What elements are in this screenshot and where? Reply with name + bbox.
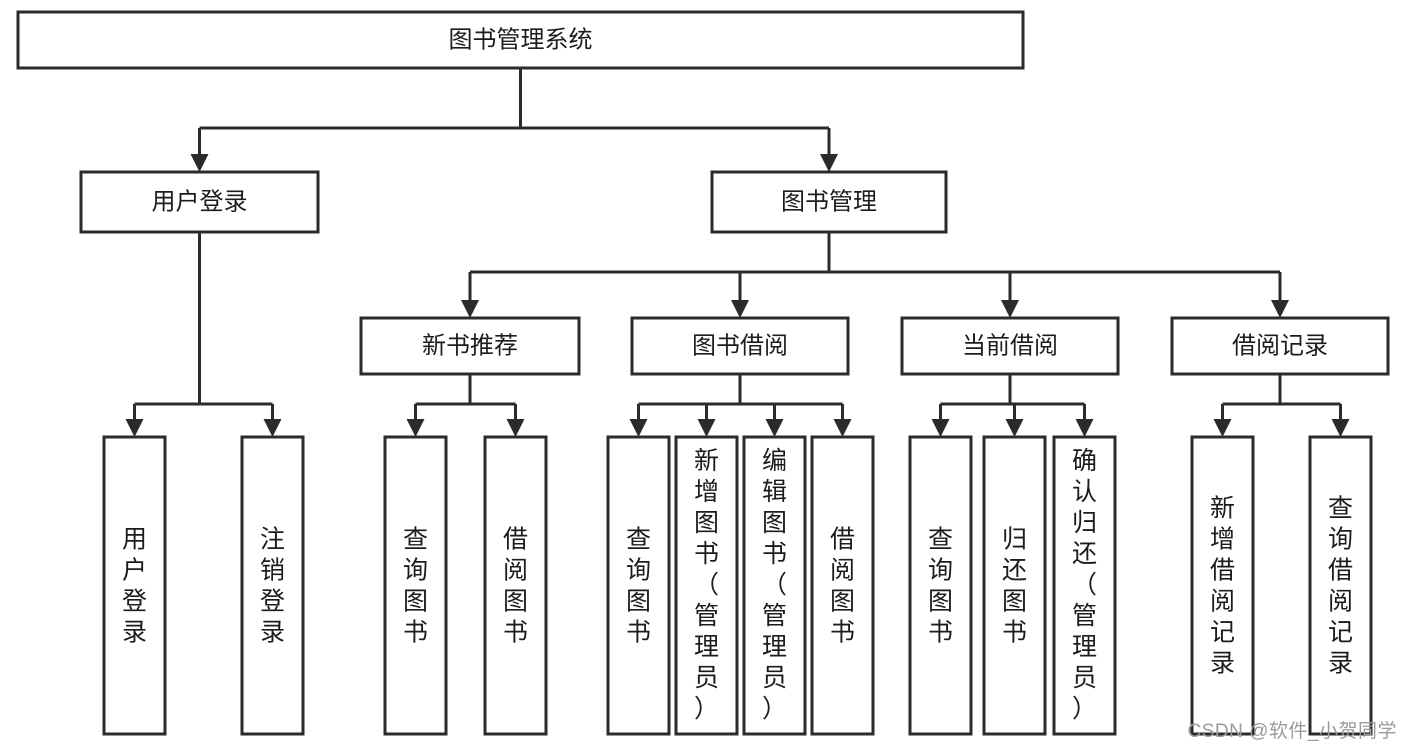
node-label-current-borrow: 当前借阅 — [962, 332, 1058, 359]
arrow-borrow-record-to-leaf-add-borrow-record-head — [1213, 419, 1232, 437]
arrow-user-login-to-leaf-user-logout-head — [263, 419, 282, 437]
arrow-current-borrow-to-leaf-query-book-current-head — [931, 419, 950, 437]
node-label-leaf-add-book-admin: 新增图书（管理员） — [694, 447, 719, 723]
node-box-borrow-record — [1170, 316, 1390, 376]
node-label-user-login: 用户登录 — [152, 188, 248, 215]
node-box-leaf-user-login — [102, 435, 167, 736]
node-leaf-add-book-admin[interactable]: 新增图书（管理员） — [674, 435, 739, 736]
arrow-book-borrow-to-leaf-add-book-admin-head — [697, 419, 716, 437]
node-box-leaf-add-book-admin — [674, 435, 739, 736]
node-box-root — [16, 10, 1025, 70]
node-label-leaf-add-borrow-record: 新增借阅记录 — [1210, 495, 1235, 678]
node-box-current-borrow — [900, 316, 1120, 376]
node-label-leaf-borrow-book: 借阅图书 — [830, 526, 855, 647]
node-leaf-user-logout[interactable]: 注销登录 — [240, 435, 305, 736]
node-label-leaf-confirm-return-admin: 确认归还（管理员） — [1072, 447, 1097, 723]
node-label-leaf-query-book-rec: 查询图书 — [403, 526, 428, 647]
node-leaf-query-book-rec[interactable]: 查询图书 — [383, 435, 448, 736]
node-box-leaf-query-book-rec — [383, 435, 448, 736]
node-box-book-management — [710, 170, 948, 234]
node-leaf-query-borrow-record[interactable]: 查询借阅记录 — [1308, 435, 1373, 736]
node-box-leaf-confirm-return-admin — [1052, 435, 1117, 736]
node-borrow-record[interactable]: 借阅记录 — [1170, 316, 1390, 376]
arrow-root-to-book-management-head — [820, 154, 838, 172]
node-book-management[interactable]: 图书管理 — [710, 170, 948, 234]
node-label-leaf-borrow-book-rec: 借阅图书 — [503, 526, 528, 647]
node-box-leaf-edit-book-admin — [742, 435, 807, 736]
node-box-leaf-query-book-current — [908, 435, 973, 736]
node-label-leaf-query-book-current: 查询图书 — [928, 526, 953, 647]
arrow-current-borrow-to-leaf-return-book-head — [1005, 419, 1024, 437]
node-box-leaf-user-logout — [240, 435, 305, 736]
nodes-layer: 图书管理系统用户登录图书管理新书推荐图书借阅当前借阅借阅记录用户登录注销登录查询… — [16, 10, 1390, 736]
node-label-leaf-return-book: 归还图书 — [1002, 526, 1027, 647]
node-box-leaf-return-book — [982, 435, 1047, 736]
node-label-leaf-query-book-borrow: 查询图书 — [626, 526, 651, 647]
arrow-book-borrow-to-leaf-edit-book-admin-head — [765, 419, 784, 437]
node-root[interactable]: 图书管理系统 — [16, 10, 1025, 70]
node-label-leaf-query-borrow-record: 查询借阅记录 — [1328, 495, 1353, 678]
node-leaf-borrow-book-rec[interactable]: 借阅图书 — [483, 435, 548, 736]
arrow-bm-to-book-borrow-head — [731, 300, 749, 318]
node-user-login[interactable]: 用户登录 — [79, 170, 320, 234]
node-label-root: 图书管理系统 — [449, 26, 593, 53]
watermark-text: CSDN @软件_小贺同学 — [1187, 721, 1397, 742]
node-leaf-confirm-return-admin[interactable]: 确认归还（管理员） — [1052, 435, 1117, 736]
arrow-bm-to-new-book-recommend-head — [461, 300, 479, 318]
node-leaf-add-borrow-record[interactable]: 新增借阅记录 — [1190, 435, 1255, 736]
node-box-leaf-query-borrow-record — [1308, 435, 1373, 736]
node-leaf-query-book-current[interactable]: 查询图书 — [908, 435, 973, 736]
node-label-borrow-record: 借阅记录 — [1232, 332, 1328, 359]
arrow-bm-to-borrow-record-head — [1271, 300, 1289, 318]
connectors-layer — [125, 68, 1350, 437]
node-label-book-borrow: 图书借阅 — [692, 332, 788, 359]
node-label-leaf-user-logout: 注销登录 — [260, 526, 285, 647]
node-box-leaf-borrow-book-rec — [483, 435, 548, 736]
arrow-book-borrow-to-leaf-query-book-borrow-head — [629, 419, 648, 437]
node-leaf-user-login[interactable]: 用户登录 — [102, 435, 167, 736]
node-leaf-return-book[interactable]: 归还图书 — [982, 435, 1047, 736]
node-box-leaf-add-borrow-record — [1190, 435, 1255, 736]
arrow-new-book-recommend-to-leaf-query-book-rec-head — [406, 419, 425, 437]
node-box-book-borrow — [630, 316, 850, 376]
node-leaf-borrow-book[interactable]: 借阅图书 — [810, 435, 875, 736]
arrow-book-borrow-to-leaf-borrow-book-head — [833, 419, 852, 437]
arrow-user-login-to-leaf-user-login-head — [125, 419, 144, 437]
node-label-new-book-recommend: 新书推荐 — [422, 332, 518, 359]
node-new-book-recommend[interactable]: 新书推荐 — [359, 316, 581, 376]
arrow-borrow-record-to-leaf-query-borrow-record-head — [1331, 419, 1350, 437]
arrow-new-book-recommend-to-leaf-borrow-book-rec-head — [506, 419, 525, 437]
node-leaf-query-book-borrow[interactable]: 查询图书 — [606, 435, 671, 736]
node-box-leaf-query-book-borrow — [606, 435, 671, 736]
arrow-root-to-user-login-head — [190, 154, 209, 172]
arrow-bm-to-current-borrow-head — [1001, 300, 1019, 318]
arrow-current-borrow-to-leaf-confirm-return-admin-head — [1075, 419, 1094, 437]
node-leaf-edit-book-admin[interactable]: 编辑图书（管理员） — [742, 435, 807, 736]
node-label-book-management: 图书管理 — [781, 188, 877, 215]
node-box-user-login — [79, 170, 320, 234]
node-label-leaf-user-login: 用户登录 — [122, 526, 147, 647]
node-box-leaf-borrow-book — [810, 435, 875, 736]
node-book-borrow[interactable]: 图书借阅 — [630, 316, 850, 376]
node-label-leaf-edit-book-admin: 编辑图书（管理员） — [762, 447, 787, 723]
node-current-borrow[interactable]: 当前借阅 — [900, 316, 1120, 376]
node-box-new-book-recommend — [359, 316, 581, 376]
